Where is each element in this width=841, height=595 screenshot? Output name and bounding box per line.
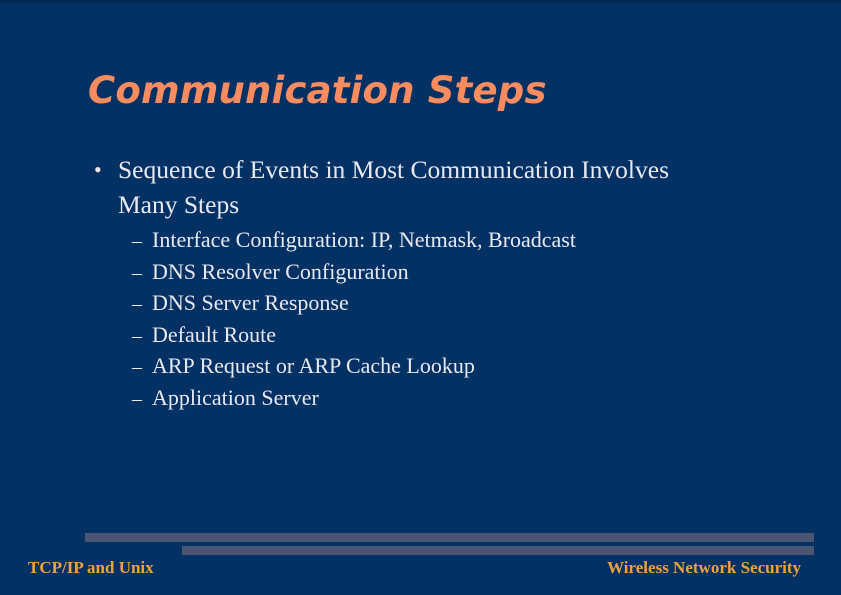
- footer-right-label: Wireless Network Security: [607, 558, 801, 577]
- footer-divider-bar-top: [85, 533, 814, 542]
- list-item: – ARP Request or ARP Cache Lookup: [132, 351, 788, 383]
- list-item: – Application Server: [132, 383, 788, 415]
- footer-left-label: TCP/IP and Unix: [28, 558, 154, 577]
- list-item-label: DNS Resolver Configuration: [152, 258, 409, 284]
- main-bullet-item: • Sequence of Events in Most Communicati…: [88, 152, 788, 222]
- list-item: – Default Route: [132, 320, 788, 352]
- dash-icon: –: [132, 230, 142, 252]
- list-item-label: DNS Server Response: [152, 290, 349, 315]
- list-item: – Interface Configuration: IP, Netmask, …: [132, 225, 788, 257]
- slide-body: • Sequence of Events in Most Communicati…: [88, 152, 788, 414]
- list-item-label: Interface Configuration: IP, Netmask, Br…: [152, 227, 576, 252]
- footer-divider-bar-bottom: [182, 546, 814, 555]
- list-item-label: Application Server: [152, 384, 319, 410]
- bullet-dot-icon: •: [94, 157, 102, 182]
- dash-icon: –: [132, 387, 142, 410]
- slide-top-edge-line: [0, 0, 841, 3]
- list-item: – DNS Resolver Configuration: [132, 257, 788, 289]
- list-item-label: ARP Request or ARP Cache Lookup: [152, 353, 475, 378]
- dash-icon: –: [132, 293, 142, 315]
- list-item: – DNS Server Response: [132, 288, 788, 320]
- sub-bullet-list: – Interface Configuration: IP, Netmask, …: [88, 225, 788, 414]
- dash-icon: –: [132, 261, 142, 284]
- dash-icon: –: [132, 324, 142, 347]
- dash-icon: –: [132, 356, 142, 378]
- main-bullet-label: Sequence of Events in Most Communication…: [118, 155, 670, 219]
- list-item-label: Default Route: [152, 321, 277, 347]
- page-title: Communication Steps: [88, 69, 547, 112]
